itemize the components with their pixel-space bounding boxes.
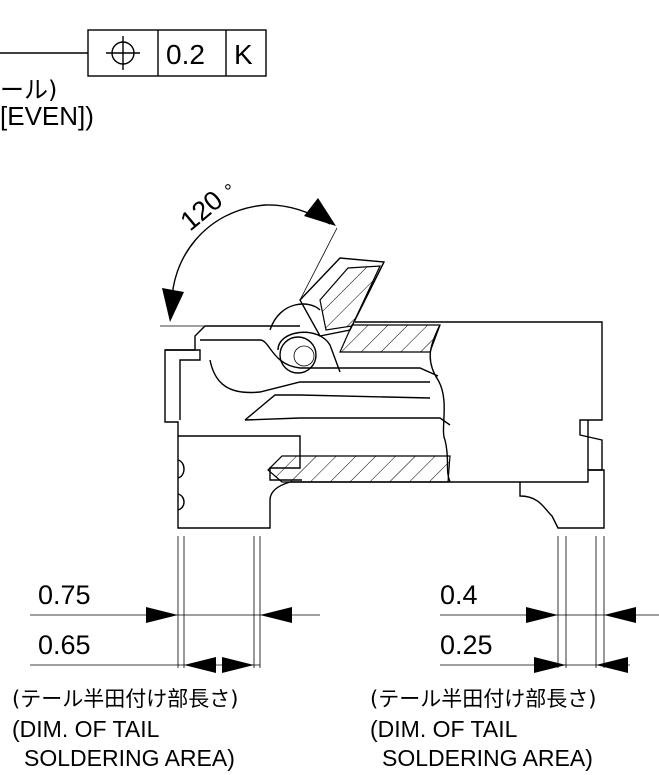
left-caption-en2: SOLDERING AREA) xyxy=(24,745,235,771)
left-caption-jp: (テール半田付け部長さ) xyxy=(12,687,238,711)
dim-arrow xyxy=(146,607,178,623)
actuator-lever xyxy=(269,257,386,337)
fcf-tolerance: 0.2 xyxy=(166,39,205,70)
right-caption-en1: (DIM. OF TAIL xyxy=(370,716,518,742)
dim-arrow xyxy=(260,607,292,623)
contact-pin-lower xyxy=(244,417,451,426)
dim-arrow xyxy=(184,657,216,673)
contact-pin-diagonal xyxy=(244,394,431,421)
lower-insulator xyxy=(267,455,451,483)
right-caption-en2: SOLDERING AREA) xyxy=(382,745,593,771)
dim-arrow xyxy=(596,657,628,673)
dim-arrow xyxy=(534,657,566,673)
angle-arrow-left xyxy=(162,288,184,322)
angle-extension-line xyxy=(299,227,338,301)
left-dim-065: 0.65 xyxy=(38,630,91,660)
angle-arrow-right xyxy=(304,198,336,226)
lever-hook xyxy=(269,303,321,331)
lever-body xyxy=(299,257,386,337)
fcf-box xyxy=(87,29,267,77)
right-dim-025: 0.25 xyxy=(440,630,493,660)
fcf-datum: K xyxy=(234,39,253,70)
inner-step xyxy=(165,349,201,420)
right-caption-jp: (テール半田付け部長さ) xyxy=(370,687,596,711)
housing-bottom-right xyxy=(519,469,605,529)
left-dim-075: 0.75 xyxy=(38,580,91,610)
right-tail-dimensions: 0.4 0.25 (テール半田付け部長さ) (DIM. OF TAIL SOLD… xyxy=(370,536,659,771)
upper-insulator xyxy=(339,324,441,353)
dim-arrow xyxy=(526,607,558,623)
pivot-latch xyxy=(277,331,341,373)
right-dim-04: 0.4 xyxy=(440,580,478,610)
lever-hatch xyxy=(319,265,381,331)
dim-arrow xyxy=(604,607,636,623)
pivot-circle xyxy=(279,336,317,374)
housing-notches xyxy=(177,459,185,511)
top-note-line1: ール) xyxy=(0,76,57,104)
left-tail-dimensions: 0.75 0.65 (テール半田付け部長さ) (DIM. OF TAIL SOL… xyxy=(12,536,320,771)
housing-top-outline xyxy=(205,321,603,471)
left-caption-en1: (DIM. OF TAIL xyxy=(12,716,160,742)
feature-control-frame: 0.2 K xyxy=(0,29,267,77)
pivot-inner xyxy=(293,345,315,367)
contact-pin-upper xyxy=(200,339,439,377)
angle-dimension: 120 ° xyxy=(160,180,338,327)
connector-cross-section xyxy=(164,257,605,529)
position-symbol-icon xyxy=(106,36,140,70)
dim-arrow xyxy=(222,657,254,673)
contact-pin-middle xyxy=(209,359,430,394)
top-note-line2: [EVEN]) xyxy=(0,101,94,131)
angle-value: 120 xyxy=(175,185,229,237)
angle-unit: ° xyxy=(221,180,241,202)
housing-bottom-left xyxy=(177,436,520,529)
break-line xyxy=(429,324,451,483)
